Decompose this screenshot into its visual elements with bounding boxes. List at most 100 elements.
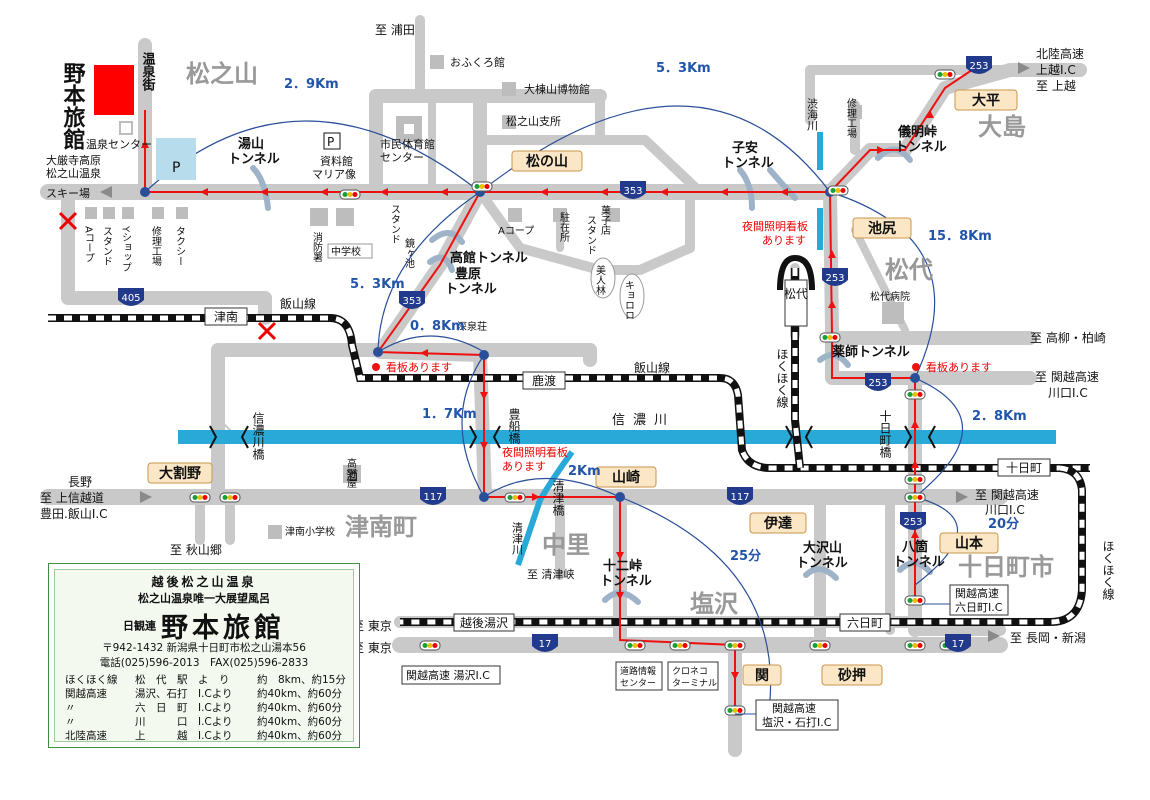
arrow-right-icon-2 xyxy=(988,630,1000,642)
access-origin: 湯沢、石打 I.Cより xyxy=(135,688,233,700)
landmark-yshop: Yショップ xyxy=(120,225,131,272)
access-time: 約40km、約60分 xyxy=(257,716,343,728)
dest-yuzawa: 関越高速 湯沢I.C xyxy=(406,668,490,682)
label-yamazaki: 山崎 xyxy=(612,469,640,486)
onsen-street-label: 温泉街 xyxy=(140,52,157,92)
signboard-notes: 看板あります 看板あります 夜間照明看板 あります 夜間照明看板 あります xyxy=(372,219,992,473)
tunnel-yuyama-1: 湯山 xyxy=(238,136,264,152)
landmark-shobo: 消防署 xyxy=(311,231,323,262)
dest-iiyama: 豊田.飯山I.C xyxy=(40,506,108,521)
dest-joshin: 至 上信越道 xyxy=(40,491,104,505)
koyasu-tunnel-mark xyxy=(737,167,755,211)
note-night-1a: 夜間照明看板 xyxy=(742,219,808,233)
tunnel-yakushi: 薬師トンネル xyxy=(831,344,910,360)
shiryokan-parking-p: P xyxy=(327,135,334,149)
access-route: ほくほく線 xyxy=(65,674,118,686)
destination-labels: 北陸高速 上越I.C 至 上越 至 高柳・柏崎 至 関越高速 川口I.C 至 関… xyxy=(40,46,1106,731)
shiryokan-parking: P xyxy=(323,132,341,150)
distance-5-3km-a: 5．3Km xyxy=(656,61,711,76)
area-tokamachi: 十日町市 xyxy=(958,553,1054,581)
shinano-river xyxy=(178,430,1056,444)
label-ohira: 大平 xyxy=(972,92,1000,109)
dest-tokyo-1: 至 東京 xyxy=(352,619,392,633)
nomoto-ryokan-marker xyxy=(94,65,134,115)
landmark-sake: 酒 xyxy=(346,469,358,483)
dest-kiyotsukyo: 至 清津峡 xyxy=(527,567,575,581)
distance-20min: 20分 xyxy=(988,516,1019,532)
tunnel-osawa-1: 大沢山 xyxy=(803,540,842,556)
tunnel-yokka-2: トンネル xyxy=(893,555,945,570)
note-night-2b: あります xyxy=(502,460,546,473)
station-kanowa: 鹿渡 xyxy=(532,373,556,388)
distance-2-8km: 2．8Km xyxy=(972,409,1027,424)
shiozawa-box xyxy=(755,699,839,731)
route-353-label: 353 xyxy=(623,186,642,197)
inn-info-card: 越後松之山温泉 松之山温泉唯一大展望風呂 日観連 野本旅館 〒942-1432 … xyxy=(48,563,360,748)
access-time: 約40km、約60分 xyxy=(257,688,343,700)
dest-tokyo-2: 至 東京 xyxy=(352,641,392,655)
label-sunaoshi: 砂押 xyxy=(837,667,866,684)
river-kiyotsu-label: 清津川 xyxy=(511,522,524,555)
landmark-kashiten: 菓子店 xyxy=(599,205,611,236)
railways xyxy=(48,268,1090,626)
info-line-5: 電話(025)596-2013 FAX(025)596-2833 xyxy=(99,657,309,669)
dest-muika-2: 六日町I.C xyxy=(955,601,1003,614)
daigonji-line1: 大厳寺高原 xyxy=(46,153,101,167)
bridge-tomifune: 豊船橋 xyxy=(507,408,521,445)
dest-urata: 至 浦田 xyxy=(375,23,415,37)
route-shields: 253 353 353 405 253 253 253 117 117 17 1… xyxy=(118,56,992,652)
dest-kawaguchi2-2: 川口I.C xyxy=(985,503,1025,517)
matsudai-station-arch xyxy=(777,254,815,291)
route-253-label-3: 253 xyxy=(868,378,887,389)
line-river-labels: 飯山線 飯山線 ほくほく線 ほくほく線 信濃川 渋海川 清津川 信濃川橋 豊船橋… xyxy=(251,98,1115,600)
arrow-left-icon-2 xyxy=(140,491,152,503)
landmark-fukasenso: 深泉荘 xyxy=(457,320,487,333)
access-route: 〃 xyxy=(65,716,76,728)
tunnel-gimei-2: トンネル xyxy=(895,140,947,155)
bridge-tokamachi: 十日町橋 xyxy=(878,410,892,459)
access-row: 〃川 口 I.Cより約40km、約60分 xyxy=(65,714,342,729)
landmark-kyororo: キョロロ xyxy=(623,280,634,320)
area-matsudai: 松代 xyxy=(885,256,933,284)
area-names: 松之山 大島 松代 津南町 中里 塩沢 十日町市 xyxy=(186,60,1054,618)
place-label-boxes: 松の山 大平 池尻 大割野 山崎 伊達 山本 砂押 関 xyxy=(147,89,1018,686)
landmark-road-info-2: センター xyxy=(620,678,656,689)
route-253-label-2: 253 xyxy=(825,273,844,284)
tunnel-gimei-1: 儀明峠 xyxy=(897,124,937,140)
landmark-acoop-1: Aコープ xyxy=(83,226,94,263)
dest-takayanagi: 至 高柳・柏崎 xyxy=(1030,330,1106,345)
access-route: 関越高速 xyxy=(65,688,107,700)
distance-0-8km: 0．8Km xyxy=(410,319,465,334)
info-inn-name: 野本旅館 xyxy=(161,613,286,644)
line-hokuhoku-2: ほくほく線 xyxy=(1101,540,1115,600)
label-date: 伊達 xyxy=(763,515,792,532)
sign-dot-1 xyxy=(372,363,380,371)
dest-kawaguchi2-1: 至 関越高速 xyxy=(975,487,1039,502)
dest-shiozawa-2: 塩沢・石打I.C xyxy=(762,715,832,729)
info-line-2: 松之山温泉唯一大展望風呂 xyxy=(138,592,270,605)
landmark-stand-1: スタンド xyxy=(101,226,113,266)
dest-nagaoka: 至 長岡・新潟 xyxy=(1010,630,1086,645)
distance-15-8km: 15．8Km xyxy=(928,229,992,244)
route-353-label-2: 353 xyxy=(402,296,421,307)
label-yamamoto: 山本 xyxy=(955,535,984,552)
landmark-matsudai-hospital: 松代病院 xyxy=(870,290,910,303)
parking-area xyxy=(156,138,196,180)
road-info-box xyxy=(615,661,663,691)
dest-hokuriku-1: 北陸高速 xyxy=(1036,46,1084,61)
line-iiyama-2: 飯山線 xyxy=(634,360,670,375)
closed-x-icon-2 xyxy=(257,321,277,341)
buildings xyxy=(85,55,904,539)
kuroneko-box xyxy=(667,661,719,691)
area-tsunan: 津南町 xyxy=(345,513,417,541)
arrow-right-icon xyxy=(956,491,968,503)
area-nakasato: 中里 xyxy=(542,531,590,559)
landmark-stand-3: スタンド xyxy=(585,215,597,255)
inn-info-card-inner: 越後松之山温泉 松之山温泉唯一大展望風呂 日観連 野本旅館 〒942-1432 … xyxy=(54,569,354,742)
dest-muika-1: 関越高速 xyxy=(955,586,999,600)
info-line-3: 日観連 野本旅館 xyxy=(55,606,353,644)
daigonji-line2: 松之山温泉 xyxy=(46,166,101,180)
landmark-repair-oshima: 修理工場 xyxy=(845,97,857,139)
tunnel-koyasu-2: トンネル xyxy=(722,156,774,171)
